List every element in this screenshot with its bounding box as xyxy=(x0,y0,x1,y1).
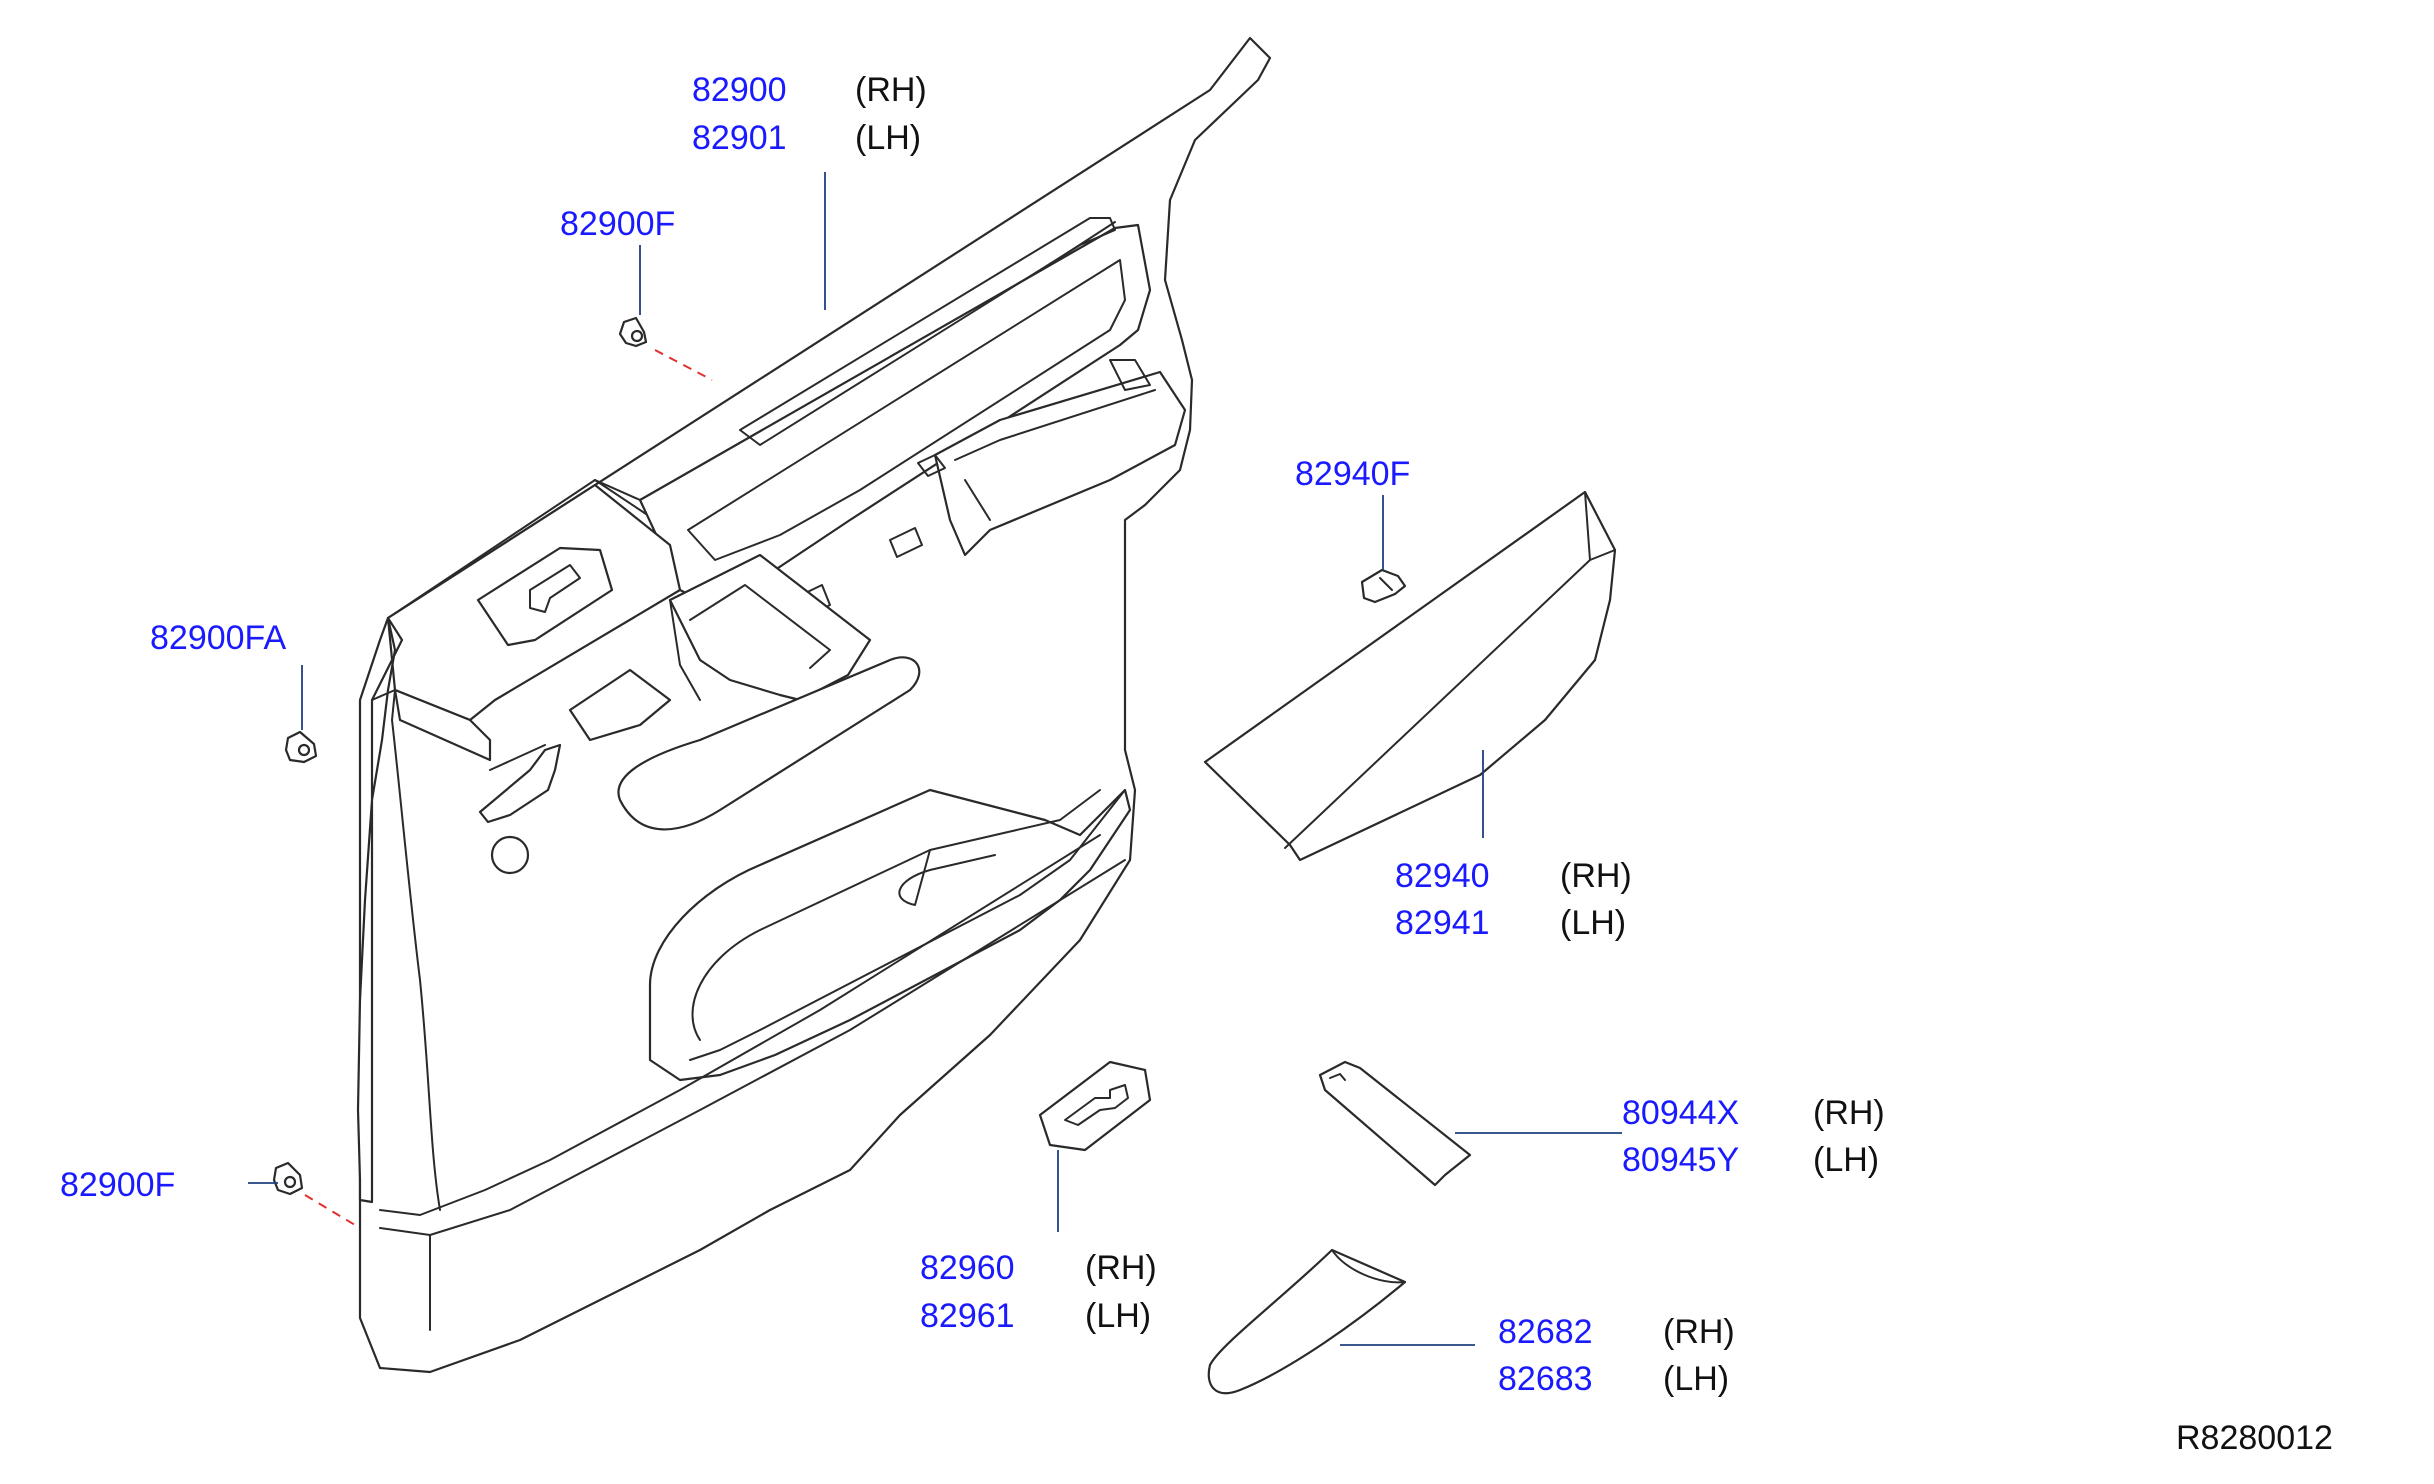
lid-side-lh: (LH) xyxy=(1813,1141,1880,1179)
clip-side[interactable] xyxy=(284,730,318,764)
clip-bottom[interactable] xyxy=(272,1161,304,1196)
pocket-part-number-rh: 82682 xyxy=(1498,1313,1593,1351)
clip-bottom-part-number: 82900F xyxy=(60,1166,176,1204)
armrest-part-number-rh: 82940 xyxy=(1395,857,1490,895)
pocket-side-lh: (LH) xyxy=(1663,1360,1730,1398)
clip-side-part-number: 82900FA xyxy=(150,619,287,657)
armrest-side-lh: (LH) xyxy=(1560,904,1627,942)
escutcheon-side-rh: (RH) xyxy=(1085,1249,1157,1287)
lid-side-rh: (RH) xyxy=(1813,1094,1885,1132)
escutcheon-part[interactable] xyxy=(1038,1060,1152,1152)
panel-side-rh: (RH) xyxy=(855,71,927,109)
pocket-side-rh: (RH) xyxy=(1663,1313,1735,1351)
attach-line-top xyxy=(654,349,713,381)
clip-top-part-number: 82900F xyxy=(560,205,676,243)
clip-top[interactable] xyxy=(618,316,648,348)
figure-reference: R8280012 xyxy=(2176,1419,2333,1457)
escutcheon-part-number-rh: 82960 xyxy=(920,1249,1015,1287)
clip-armrest[interactable] xyxy=(1360,568,1407,604)
escutcheon-side-lh: (LH) xyxy=(1085,1297,1152,1335)
pocket-part-number-lh: 82683 xyxy=(1498,1360,1593,1398)
lid-part[interactable] xyxy=(1318,1060,1472,1187)
attach-line-bottom xyxy=(304,1194,361,1229)
lid-part-number-lh: 80945Y xyxy=(1622,1141,1740,1179)
lid-part-number-rh: 80944X xyxy=(1622,1094,1740,1132)
armrest-side-rh: (RH) xyxy=(1560,857,1632,895)
armrest-part[interactable] xyxy=(1203,490,1617,862)
pocket-part[interactable] xyxy=(1207,1248,1407,1395)
panel-side-lh: (LH) xyxy=(855,119,922,157)
door-trim-panel[interactable] xyxy=(356,36,1272,1374)
escutcheon-part-number-lh: 82961 xyxy=(920,1297,1015,1335)
panel-part-number-lh: 82901 xyxy=(692,119,787,157)
armrest-part-number-lh: 82941 xyxy=(1395,904,1490,942)
panel-part-number-rh: 82900 xyxy=(692,71,787,109)
clip-armrest-part-number: 82940F xyxy=(1295,455,1411,493)
